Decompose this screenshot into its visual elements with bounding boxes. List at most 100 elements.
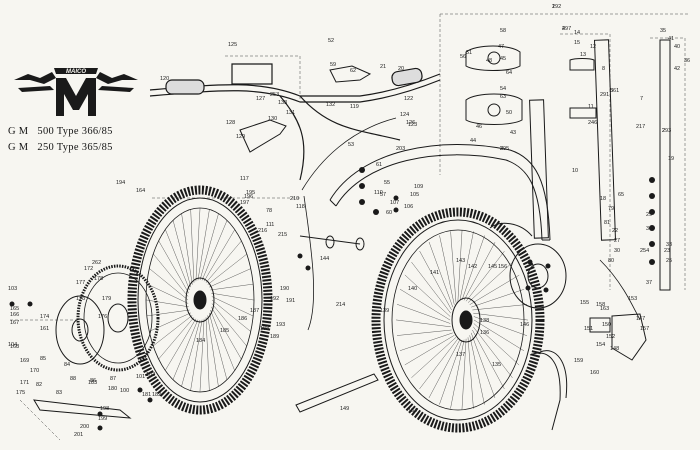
part-callout: 119: [350, 104, 359, 110]
part-callout: 120: [160, 76, 169, 82]
part-callout: 100: [120, 388, 129, 394]
part-callout: 5: [610, 88, 613, 94]
part-callout: 33: [666, 242, 672, 248]
part-callout: 159: [574, 358, 583, 364]
model-code: 365/85: [81, 142, 113, 153]
part-callout: 128: [226, 120, 235, 126]
brake-caliper: [589, 313, 647, 361]
part-callout: 14: [574, 30, 580, 36]
maico-logo: MAICO M: [14, 68, 138, 116]
part-callout: 85: [40, 356, 46, 362]
part-callout: 147: [636, 316, 645, 322]
part-callout: 79: [608, 206, 614, 212]
part-callout: 134: [408, 408, 417, 414]
part-callout: 107: [390, 200, 399, 206]
part-callout: 203: [396, 146, 405, 152]
part-callout: 102: [146, 372, 155, 378]
part-callout: 55: [384, 180, 390, 186]
part-callout: 62: [350, 68, 356, 74]
model-engine: 500 Type: [37, 126, 79, 137]
part-callout: 61: [376, 162, 382, 168]
part-callout: 63: [500, 94, 506, 100]
part-callout: 129: [236, 134, 245, 140]
part-callout: 10: [572, 168, 578, 174]
part-callout: 154: [596, 342, 605, 348]
part-callout: 105: [410, 192, 419, 198]
part-callout: 178: [94, 276, 103, 282]
part-callout: 8: [602, 66, 605, 72]
hardware: [9, 167, 655, 431]
part-callout: 160: [590, 370, 599, 376]
part-callout: 125: [228, 42, 237, 48]
part-callout: 253: [270, 92, 279, 98]
part-callout: 361: [610, 88, 619, 94]
rear-sprocket: [55, 264, 160, 372]
part-callout: 142: [468, 264, 477, 270]
part-callout: 41: [668, 36, 674, 42]
part-callout: 185: [220, 328, 229, 334]
part-callout: 158: [596, 302, 605, 308]
part-callout: 86: [90, 378, 96, 384]
part-callout: 132: [326, 102, 335, 108]
part-callout: 18: [600, 196, 606, 202]
part-callout: 184: [196, 338, 205, 344]
part-callout: 35: [660, 28, 666, 34]
part-callout: 126: [406, 120, 415, 126]
part-callout: 190: [280, 286, 289, 292]
part-callout: 44: [470, 138, 476, 144]
part-callout: 51: [466, 50, 472, 56]
part-callout: 46: [476, 124, 482, 130]
part-callout: 22: [612, 228, 618, 234]
part-callout: 194: [116, 180, 125, 186]
part-callout: 262: [92, 260, 101, 266]
part-callout: 215: [278, 232, 287, 238]
part-callout: 21: [380, 64, 386, 70]
part-callout: 64: [506, 70, 512, 76]
part-callout: 295: [500, 146, 509, 152]
part-callout: 53: [348, 142, 354, 148]
part-callout: 155: [580, 300, 589, 306]
part-callout: 156: [498, 264, 507, 270]
part-callout: 157: [640, 326, 649, 332]
part-callout: 88: [70, 376, 76, 382]
part-callout: 31: [646, 226, 652, 232]
part-callout: 13: [580, 52, 586, 58]
rear-fender: [529, 350, 568, 431]
part-callout: 1: [552, 4, 555, 10]
part-callout: 7: [640, 96, 643, 102]
part-callout: 82: [36, 382, 42, 388]
part-callout: 25: [666, 258, 672, 264]
part-callout: 217: [636, 124, 645, 130]
part-callout: 188: [260, 326, 269, 332]
part-callout: 124: [400, 112, 409, 118]
part-callout: 123: [408, 122, 417, 128]
part-callout: 23: [664, 248, 670, 254]
part-callout: 148: [610, 346, 619, 352]
part-callout: 168: [10, 344, 19, 350]
part-callout: 36: [684, 58, 690, 64]
part-callout: 192: [270, 296, 279, 302]
part-callout: 104: [8, 342, 17, 348]
part-callout: 189: [270, 334, 279, 340]
group-boundaries: [10, 13, 690, 441]
part-callout: 175: [16, 390, 25, 396]
part-callout: 145: [488, 264, 497, 270]
part-callout: 118: [296, 204, 305, 210]
part-callout: 140: [408, 286, 417, 292]
model-engine: 250 Type: [37, 142, 79, 153]
part-callout: 45: [500, 56, 506, 62]
part-callout: 117: [240, 176, 249, 182]
part-callout: 2: [662, 128, 665, 134]
part-callout: 150: [602, 322, 611, 328]
part-callout: 151: [584, 326, 593, 332]
part-callout: 292: [552, 4, 561, 10]
part-callout: 80: [608, 258, 614, 264]
part-callout: 57: [380, 192, 386, 198]
model-prefix: G M: [8, 142, 29, 153]
part-callout: 191: [286, 298, 295, 304]
part-callout: 169: [20, 358, 29, 364]
part-callout: 106: [404, 204, 413, 210]
part-callout: 177: [76, 280, 85, 286]
part-callout: 27: [614, 238, 620, 244]
part-callout: 297: [562, 26, 571, 32]
